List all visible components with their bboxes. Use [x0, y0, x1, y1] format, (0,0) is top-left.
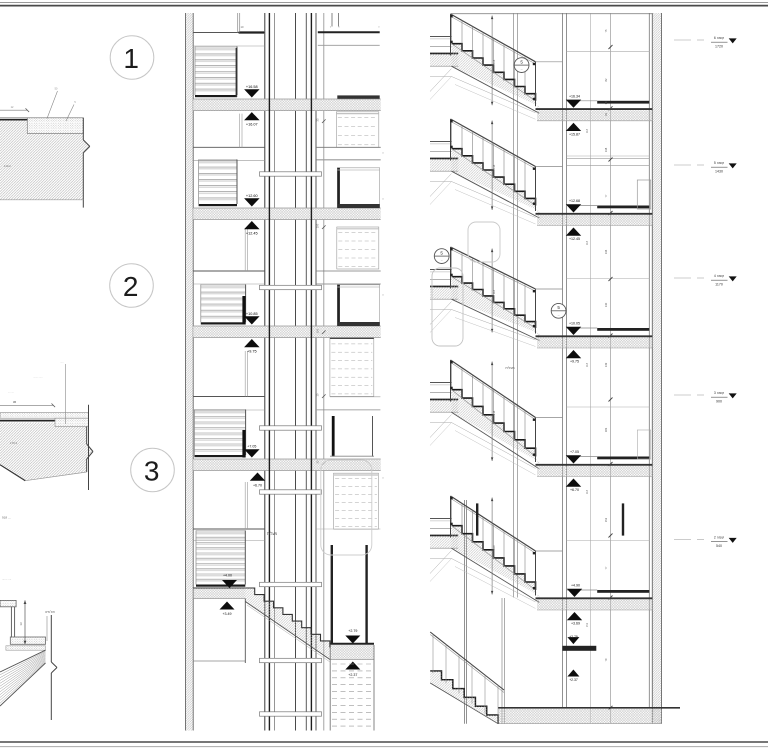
svg-text:+3.49: +3.49	[222, 612, 231, 616]
svg-text:+10.05: +10.05	[569, 322, 580, 326]
svg-text:.....: .....	[60, 361, 64, 364]
svg-text:+4.00: +4.00	[223, 574, 232, 578]
svg-text:918 ....: 918 ....	[2, 516, 11, 520]
svg-text:118: 118	[585, 362, 589, 367]
svg-text:36: 36	[13, 400, 17, 404]
svg-text:+7.05: +7.05	[570, 450, 579, 454]
svg-text:4: 4	[382, 294, 385, 296]
svg-text:50: 50	[55, 88, 58, 91]
svg-text:100: 100	[316, 223, 320, 228]
svg-text:קומה 4: קומה 4	[714, 274, 724, 278]
svg-text:118: 118	[585, 489, 589, 494]
svg-text:5: 5	[440, 251, 443, 256]
svg-text:183: 183	[604, 427, 608, 432]
svg-text:13: 13	[19, 622, 23, 626]
svg-text:0: 0	[378, 27, 380, 29]
svg-text:1430: 1430	[715, 170, 723, 174]
svg-text:+4.90: +4.90	[571, 584, 580, 588]
svg-text:18: 18	[604, 101, 608, 104]
svg-text:+7.05: +7.05	[247, 445, 256, 449]
svg-text:חול מיט: חול מיט	[45, 610, 55, 614]
svg-text:3: 3	[144, 456, 160, 487]
svg-text:152: 152	[604, 517, 608, 522]
svg-text:1: 1	[123, 43, 139, 74]
svg-text:33: 33	[316, 118, 320, 121]
svg-text:5: 5	[520, 60, 523, 65]
svg-text:+12.68: +12.68	[569, 199, 580, 203]
svg-text:4: 4	[382, 198, 385, 200]
svg-text:10: 10	[241, 25, 244, 29]
svg-text:82: 82	[604, 78, 608, 81]
svg-text:1170: 1170	[715, 283, 723, 287]
svg-text:12: 12	[11, 106, 14, 109]
svg-text:4: 4	[382, 477, 385, 479]
svg-text:100: 100	[316, 328, 320, 333]
svg-text:קומה 2: קומה 2	[714, 536, 724, 540]
svg-text:140: 140	[604, 302, 608, 307]
svg-text:2: 2	[123, 271, 139, 302]
svg-text:540: 540	[716, 544, 722, 548]
svg-text:118: 118	[492, 410, 496, 415]
svg-text:77: 77	[604, 566, 608, 569]
svg-text:149: 149	[604, 362, 608, 367]
svg-text:77: 77	[604, 194, 608, 197]
svg-text:138: 138	[604, 147, 608, 152]
svg-text:118: 118	[492, 289, 496, 294]
svg-text:33: 33	[316, 460, 320, 463]
svg-text:33: 33	[604, 113, 608, 116]
svg-text:--: --	[521, 68, 523, 72]
svg-text:+6.70: +6.70	[570, 488, 579, 492]
svg-text:קומה 3: קומה 3	[714, 391, 724, 395]
svg-text:+16.58: +16.58	[246, 85, 258, 89]
svg-text:10: 10	[316, 393, 320, 396]
svg-text:.... ....: .... ....	[8, 391, 14, 394]
svg-text:קומה 5: קומה 5	[714, 161, 724, 165]
svg-text:+9.75: +9.75	[570, 360, 579, 364]
svg-text:+12.45: +12.45	[246, 231, 258, 235]
svg-text:0: 0	[338, 27, 340, 29]
svg-text:152: 152	[585, 622, 589, 627]
svg-text:118: 118	[492, 545, 496, 550]
svg-text:+3.69: +3.69	[571, 622, 580, 626]
svg-text:מעלית: מעלית	[267, 532, 278, 536]
svg-text:1720: 1720	[715, 45, 723, 49]
svg-text:118: 118	[585, 128, 589, 133]
svg-text:+2.79: +2.79	[569, 635, 578, 639]
svg-text:118: 118	[492, 59, 496, 64]
svg-text:+15.87: +15.87	[569, 132, 580, 136]
svg-text:+12.60: +12.60	[246, 194, 258, 198]
svg-text:118: 118	[492, 164, 496, 169]
svg-text:--: --	[441, 259, 443, 263]
svg-text:+2.37: +2.37	[348, 673, 357, 677]
svg-text:קומה 6: קומה 6	[714, 36, 724, 40]
svg-text:119.2: 119.2	[4, 164, 11, 168]
svg-text:+2.79: +2.79	[348, 629, 357, 633]
svg-text:+16.07: +16.07	[246, 122, 258, 126]
svg-text:5: 5	[557, 305, 560, 310]
svg-text:4: 4	[382, 152, 385, 154]
svg-text:+2.37: +2.37	[569, 678, 578, 682]
svg-text:מעלית: מעלית	[505, 366, 515, 370]
svg-text:178.3: 178.3	[10, 441, 17, 445]
svg-text:+12.45: +12.45	[569, 237, 580, 241]
svg-text:118: 118	[585, 240, 589, 245]
svg-text:5: 5	[74, 101, 76, 104]
svg-text:+16.34: +16.34	[569, 94, 580, 98]
svg-text:+10.85: +10.85	[246, 312, 258, 316]
svg-text:....... ....: ....... ....	[2, 577, 12, 581]
svg-text:136: 136	[604, 249, 608, 254]
svg-text:900: 900	[716, 400, 722, 404]
svg-text:+9.75: +9.75	[247, 349, 257, 353]
svg-text:--: --	[558, 313, 560, 317]
svg-text:0: 0	[330, 27, 332, 29]
svg-text:....... ......: ....... ......	[33, 376, 43, 379]
svg-text:79: 79	[604, 658, 608, 661]
svg-text:+6.70: +6.70	[253, 484, 262, 488]
svg-text:75: 75	[604, 29, 608, 32]
